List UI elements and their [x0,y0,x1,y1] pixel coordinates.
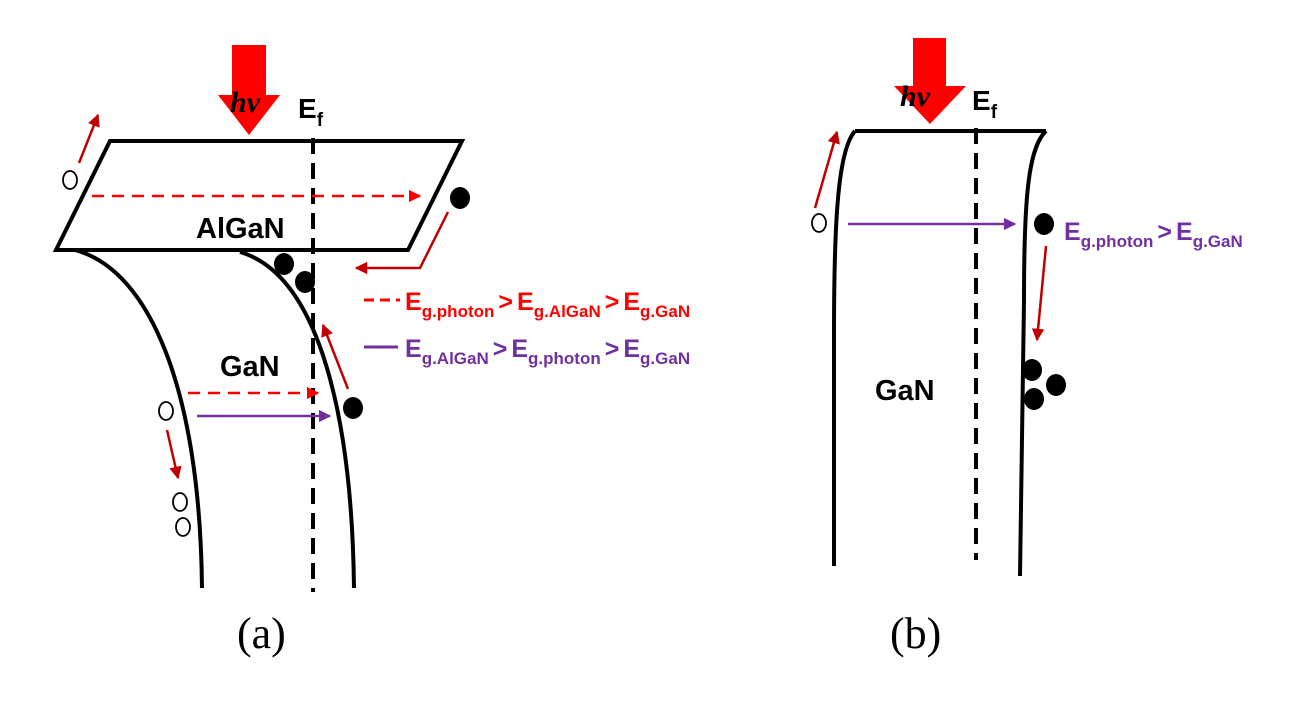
hole-a-2 [158,401,174,421]
gan-valence-band-b [832,129,857,566]
layer-gan-label-b: GaN [875,375,935,407]
hole-a-4 [175,517,191,537]
hole-b-1 [811,213,827,233]
caption-a: (a) [237,609,286,658]
gan-conduction-band-a [239,250,356,589]
photon-arrow-a [218,45,280,135]
legend-solid-text: Eg.AlGaN>Eg.photon>Eg.GaN [405,335,690,368]
electron-a-4 [343,397,363,419]
panel-a: hv Ef AlGaN GaN [52,45,690,658]
electron-b-2 [1022,359,1042,381]
gan-conduction-band-b [1018,129,1048,577]
electron-a-3 [295,271,315,293]
fermi-label-b: Ef [972,85,998,123]
legend-dashed-text: Eg.photon>Eg.AlGaN>Eg.GaN [405,288,690,321]
hole-a-1 [62,170,78,190]
panel-b: hv Ef GaN Eg.photon>Eg.GaN (b) [811,38,1243,658]
hole-drift-arrow-b [813,130,840,209]
layer-algan-label: AlGaN [196,213,285,245]
electron-b-4 [1024,388,1044,410]
algan-band-a [52,139,466,252]
photon-arrow-b [894,38,966,124]
electron-drift-arrow-gan [321,323,350,390]
electron-b-1 [1034,213,1054,235]
photon-label-b: hv [900,80,931,113]
condition-text-b: Eg.photon>Eg.GaN [1064,218,1243,251]
electron-drift-arrow-b [1031,245,1048,342]
legend-a: Eg.photon>Eg.AlGaN>Eg.GaN Eg.AlGaN>Eg.ph… [364,288,690,368]
electron-a-1 [450,187,470,209]
photon-label-a: hv [230,86,261,119]
caption-b: (b) [890,609,941,658]
fermi-label-a: Ef [298,93,324,131]
electron-drift-arrow-algan [354,211,450,275]
hole-a-3 [172,492,188,512]
layer-gan-label-a: GaN [220,351,280,383]
hole-drift-arrow-top [77,113,100,164]
gan-valence-band-a [74,248,204,589]
hole-drift-arrow-gan [165,429,182,480]
electron-a-2 [274,253,294,275]
electron-b-3 [1046,374,1066,396]
